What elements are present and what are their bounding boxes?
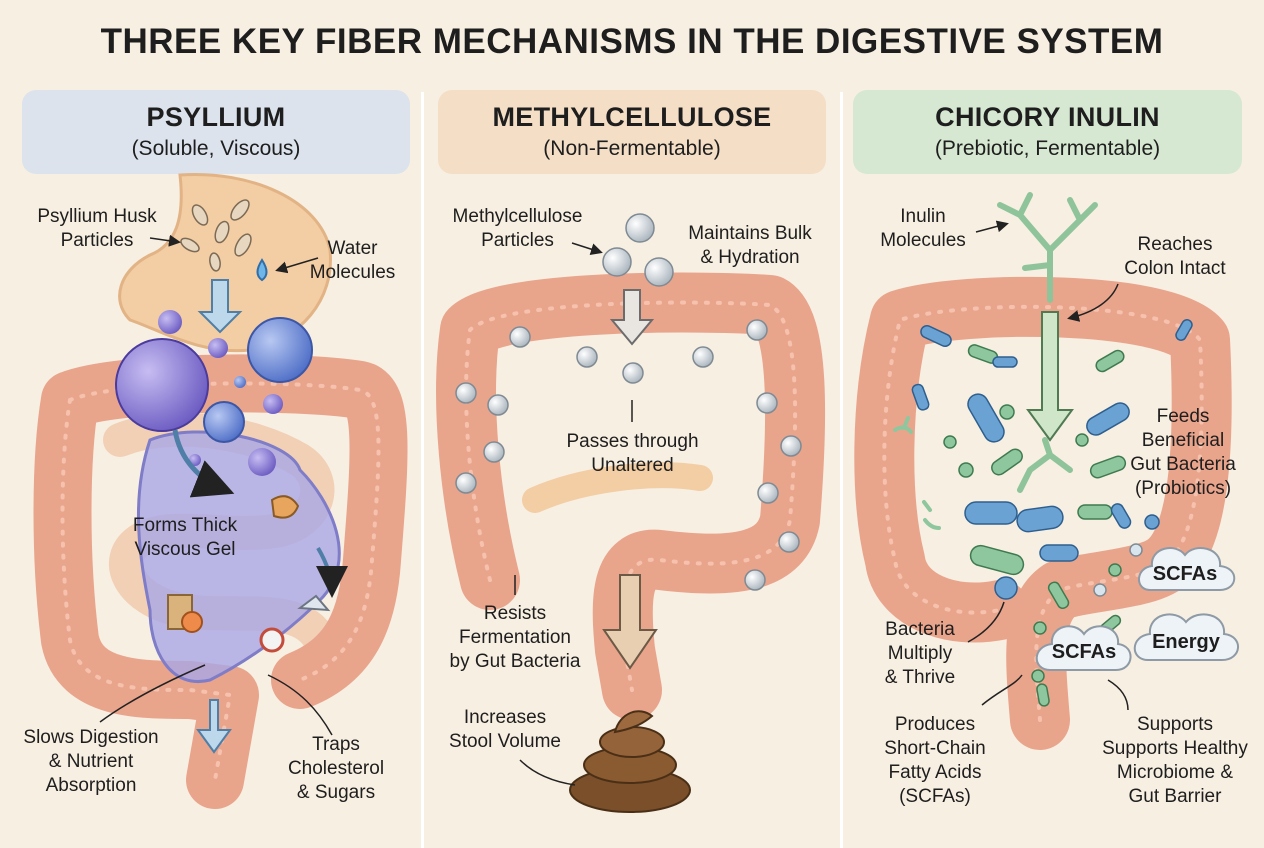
psyllium-subtitle: (Soluble, Viscous) (131, 137, 301, 160)
bacteria-cluster (893, 319, 1193, 707)
inulin-header: CHICORY INULIN (Prebiotic, Fermentable) (853, 90, 1242, 174)
down-arrow-icon (197, 279, 243, 334)
methylcellulose-title: METHYLCELLULOSE (492, 102, 772, 132)
energy-cloud (1133, 613, 1239, 661)
down-arrow-icon-3 (1026, 311, 1074, 442)
exit-arrow-icon-2 (602, 574, 658, 670)
psyllium-scene (33, 172, 408, 809)
chicken-icon (270, 495, 300, 519)
psyllium-husk-icon (180, 199, 252, 272)
methylcellulose-scene (436, 213, 826, 813)
orange-icon (181, 611, 203, 633)
stool-icon (569, 710, 691, 813)
cloud-label-scfas-2: SCFAs (1051, 641, 1117, 663)
down-arrow-icon-2 (609, 289, 655, 346)
inulin-subtitle: (Prebiotic, Fermentable) (934, 137, 1161, 160)
gel-bubble-large (115, 338, 209, 432)
label-maintains-bulk: Maintains Bulk& Hydration (688, 223, 812, 268)
page-title: THREE KEY FIBER MECHANISMS IN THE DIGEST… (100, 22, 1164, 61)
gel-bubble (247, 317, 313, 383)
scfa-cloud-1 (1138, 547, 1236, 591)
sugar-icon (297, 594, 331, 612)
cloud-label-scfas-1: SCFAs (1152, 563, 1218, 585)
psyllium-header: PSYLLIUM (Soluble, Viscous) (22, 90, 410, 174)
scfa-cloud-2 (1035, 625, 1132, 671)
panel-divider-1 (421, 92, 424, 848)
methylcellulose-particles (455, 213, 802, 591)
inulin-title: CHICORY INULIN (935, 102, 1160, 132)
panel-divider-2 (840, 92, 843, 848)
psyllium-title: PSYLLIUM (146, 102, 286, 132)
inulin-molecule-icon (997, 192, 1098, 493)
methylcellulose-header: METHYLCELLULOSE (Non-Fermentable) (438, 90, 826, 174)
inulin-scene (854, 192, 1239, 750)
cholesterol-bowl-icon (259, 627, 285, 653)
exit-arrow-icon (196, 699, 232, 754)
water-drop-icon (256, 258, 268, 282)
cloud-label-energy: Energy (1152, 631, 1220, 653)
methylcellulose-subtitle: (Non-Fermentable) (543, 137, 721, 160)
